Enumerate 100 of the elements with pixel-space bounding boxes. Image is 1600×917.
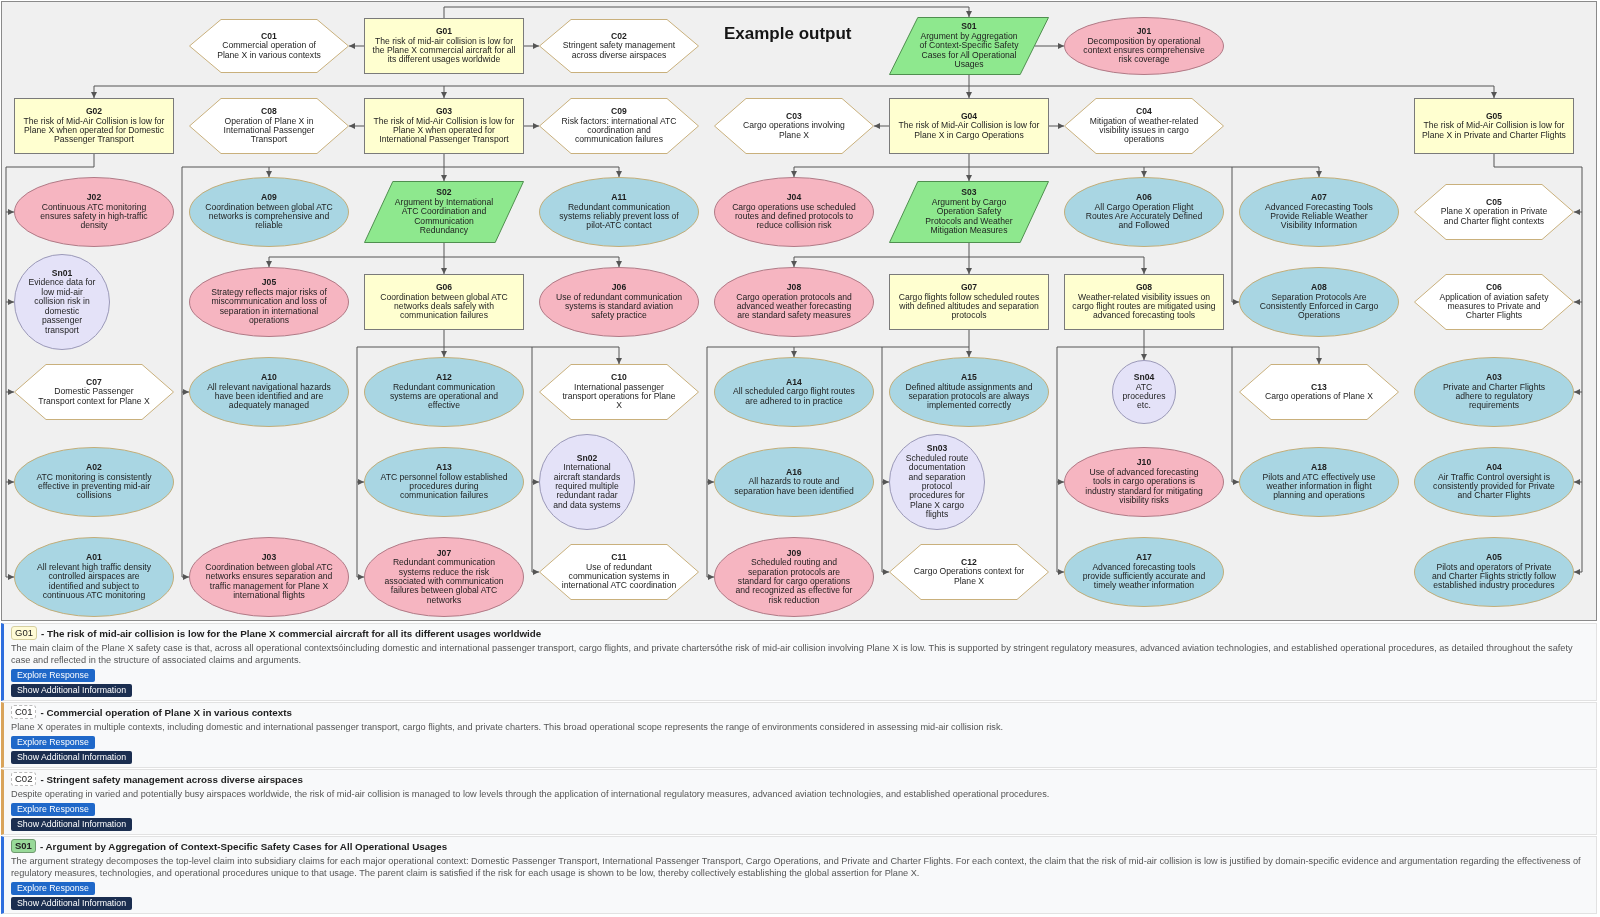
node-id: C05 xyxy=(1485,197,1503,207)
connector-line xyxy=(181,153,620,578)
node-id: G05 xyxy=(1484,111,1504,121)
node-text: Mitigation of weather-related visibility issues in cargo operations xyxy=(1088,116,1200,145)
node-text: Redundant communication systems reduce the risk associated with communication failures between global ATC networks xyxy=(383,558,505,606)
node-text: Plane X operation in Private and Charter flight contexts xyxy=(1439,207,1549,227)
node-text: Redundant communication systems reliably prevent loss of pilot-ATC contact xyxy=(558,202,680,231)
arrow xyxy=(441,256,447,275)
node-text: Scheduled routing and separation protocols are standard for cargo operations and recognized as effective for risk reduction xyxy=(734,558,854,606)
show-information-button: Show Additional Information xyxy=(11,684,133,697)
node-id: G07 xyxy=(959,283,979,293)
context-hexagon xyxy=(189,98,349,154)
connector-line xyxy=(793,242,1145,258)
card-heading: - Commercial operation of Plane X in various contexts xyxy=(40,706,292,718)
connector-line xyxy=(793,153,1320,303)
solution-circle xyxy=(539,434,635,530)
node-id: C09 xyxy=(610,107,628,117)
node-id: Sn02 xyxy=(575,453,599,463)
node-id: S02 xyxy=(435,188,453,198)
arrow xyxy=(531,479,540,485)
node-id: A09 xyxy=(260,193,278,203)
node-text: Use of redundant communication systems in international ATC coordination xyxy=(561,562,677,591)
arrow xyxy=(266,166,272,178)
arrow xyxy=(5,479,15,485)
context-hexagon xyxy=(539,364,699,420)
node-id: A05 xyxy=(1485,553,1503,563)
arrow xyxy=(348,43,365,49)
node-id: A17 xyxy=(1135,553,1153,563)
node-id: Sn03 xyxy=(925,444,949,454)
node-id: C07 xyxy=(85,377,103,387)
assumption-ellipse xyxy=(1414,447,1574,517)
node-id-tag: C01 xyxy=(11,705,37,719)
context-hexagon xyxy=(1064,98,1224,154)
justification-ellipse xyxy=(14,177,174,247)
node-text: Continuous ATC monitoring ensures safety in high-traffic density xyxy=(39,202,149,231)
node-id: G03 xyxy=(434,107,454,117)
strategy-parallelogram xyxy=(889,181,1049,243)
node-id: A18 xyxy=(1310,463,1328,473)
arrow xyxy=(1573,569,1583,575)
node-text: Application of aviation safety measures to Private and Charter Flights xyxy=(1438,292,1550,321)
arrow xyxy=(966,346,972,358)
node-text: Evidence data for low mid-air collision risk in domestic passenger transport xyxy=(27,278,97,335)
node-text: The risk of Mid-Air Collision is low for Plane X in Private and Charter Flights xyxy=(1421,121,1567,141)
arrow xyxy=(441,346,447,358)
goal-box xyxy=(364,98,524,154)
assumption-ellipse xyxy=(189,177,349,247)
arrow xyxy=(966,85,972,99)
context-hexagon xyxy=(1414,274,1574,330)
node-text: Cargo Operations context for Plane X xyxy=(912,567,1026,587)
node-id: J06 xyxy=(610,283,628,293)
arrow xyxy=(531,569,540,575)
arrow xyxy=(91,85,97,99)
strategy-parallelogram xyxy=(889,17,1049,75)
assumption-ellipse xyxy=(1064,537,1224,607)
node-text: Pilots and ATC effectively use weather information in flight planning and operations xyxy=(1261,472,1377,501)
node-id: J02 xyxy=(85,193,103,203)
arrow xyxy=(1573,299,1583,305)
node-text: Stringent safety management across diverse airspaces xyxy=(561,41,677,61)
explore-response-button: Explore Response xyxy=(11,803,95,816)
justification-ellipse xyxy=(714,177,874,247)
node-text: The risk of Mid-Air Collision is low for Plane X when operated for International Passenger Transport xyxy=(372,116,516,145)
node-text: Commercial operation of Plane X in various contexts xyxy=(216,41,322,61)
arrow xyxy=(523,123,540,129)
arrow xyxy=(1048,123,1065,129)
node-id: A02 xyxy=(85,463,103,473)
node-id: C04 xyxy=(1135,107,1153,117)
node-text: Cargo operations involving Plane X xyxy=(742,121,846,141)
goal-card xyxy=(1,623,1597,701)
justification-ellipse xyxy=(364,537,524,617)
node-text: All relevant high traffic density controlled airspaces are identified and subject to continuous ATC monitoring xyxy=(36,562,152,601)
node-text: Argument by Aggregation of Context-Specific Safety Cases for All Operational Usages xyxy=(919,31,1019,70)
node-id: G08 xyxy=(1134,283,1154,293)
card-description: Despite operating in varied and potentially busy airspaces worldwide, the risk of mid-air collision is managed to low levels through the application of international regulatory measures, advanced aviation technologies, and established operational procedures. xyxy=(11,788,1051,800)
context-hexagon xyxy=(14,364,174,420)
node-id: C12 xyxy=(960,557,978,567)
assumption-ellipse xyxy=(714,447,874,517)
arrow xyxy=(1056,569,1065,575)
strategy-card xyxy=(1,836,1597,914)
assumption-ellipse xyxy=(1239,447,1399,517)
arrow xyxy=(1316,166,1322,178)
arrow xyxy=(441,85,447,99)
arrow xyxy=(1231,299,1240,305)
node-text: ATC procedures etc. xyxy=(1121,382,1167,411)
arrow xyxy=(791,166,797,178)
arrow xyxy=(873,123,890,129)
solution-circle xyxy=(889,434,985,530)
node-id: J01 xyxy=(1135,27,1153,37)
node-text: Advanced Forecasting Tools Provide Reliable Weather Visibility Information xyxy=(1264,202,1374,231)
node-text: Cargo operation protocols and advanced weather forecasting are standard safety measures xyxy=(735,292,853,321)
node-id: J09 xyxy=(785,548,803,558)
justification-ellipse xyxy=(1064,17,1224,75)
node-id: J03 xyxy=(260,553,278,563)
node-id: C08 xyxy=(260,107,278,117)
node-id: C10 xyxy=(610,373,628,383)
node-text: Cargo operations of Plane X xyxy=(1264,392,1374,402)
assumption-ellipse xyxy=(889,357,1049,427)
node-text: International passenger transport operations for Plane X xyxy=(561,382,677,411)
node-text: Use of advanced forecasting tools in cargo operations is industry standard for mitigating visibility risks xyxy=(1084,467,1204,506)
justification-ellipse xyxy=(189,267,349,337)
assumption-ellipse xyxy=(1239,177,1399,247)
